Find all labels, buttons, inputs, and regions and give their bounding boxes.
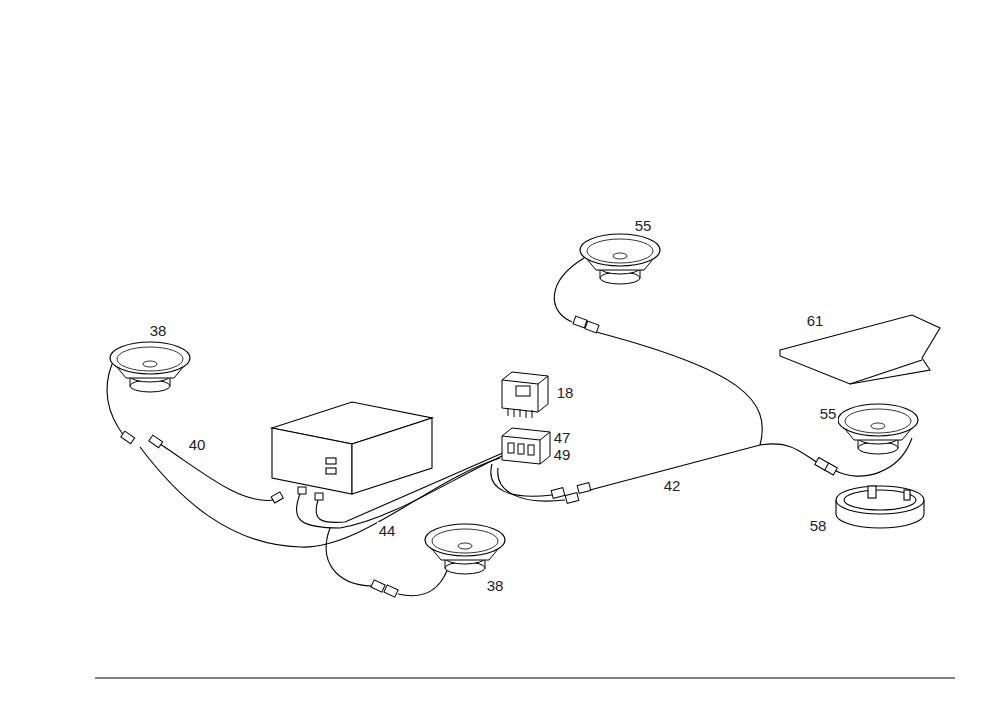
relay <box>502 372 548 418</box>
callout-number: 38 <box>148 322 169 339</box>
callout-number: 40 <box>187 436 208 453</box>
amplifier <box>272 402 432 494</box>
callout-number: 55 <box>818 405 839 422</box>
callout-number: 61 <box>805 312 826 329</box>
speaker-ring <box>836 486 924 528</box>
plugs <box>121 316 838 597</box>
callout-number: 47 <box>552 429 573 446</box>
callout-number: 49 <box>552 446 573 463</box>
callout-number: 18 <box>555 384 576 401</box>
wiring <box>107 258 912 596</box>
callout-number: 38 <box>485 577 506 594</box>
callout-number: 58 <box>808 517 829 534</box>
rule <box>95 677 955 678</box>
connector-housing <box>502 428 550 464</box>
callout-number: 55 <box>633 217 654 234</box>
callout-number: 42 <box>662 477 683 494</box>
callout-number: 44 <box>377 522 398 539</box>
speakers <box>110 234 918 574</box>
